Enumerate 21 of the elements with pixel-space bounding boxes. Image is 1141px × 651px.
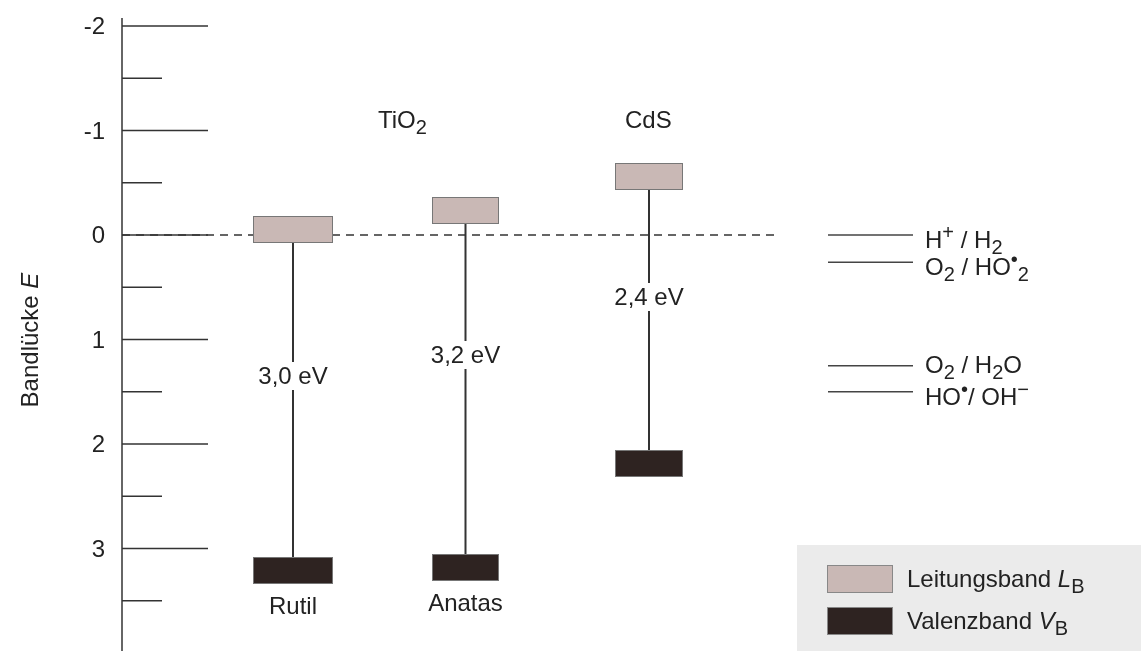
material-label: CdS bbox=[625, 108, 672, 132]
valence-band-bar bbox=[432, 554, 499, 581]
material-label: Anatas bbox=[427, 591, 504, 615]
tick-label: -1 bbox=[82, 118, 105, 143]
tick-label: 0 bbox=[90, 223, 105, 247]
connector-line bbox=[292, 242, 294, 558]
connector-line bbox=[648, 189, 650, 451]
connector-line bbox=[464, 223, 467, 555]
axis-title: Bandlücke E bbox=[18, 271, 42, 410]
legend-label: Leitungsband L$_{B}$ bbox=[907, 567, 1085, 596]
material-label: TiO$_{2}$ bbox=[378, 108, 427, 137]
tick-label: 3 bbox=[90, 536, 105, 561]
legend-label: Valenzband V$_{B}$ bbox=[907, 609, 1069, 638]
conduction-band-bar bbox=[615, 163, 683, 190]
tick-label: 2 bbox=[90, 432, 105, 456]
valence-band-bar bbox=[253, 557, 333, 584]
material-label: Rutil bbox=[268, 594, 318, 618]
conduction-band-bar bbox=[253, 216, 333, 243]
tick-label: -2 bbox=[82, 14, 105, 38]
valence-band-bar bbox=[615, 450, 683, 477]
conduction-band-bar bbox=[432, 197, 499, 224]
